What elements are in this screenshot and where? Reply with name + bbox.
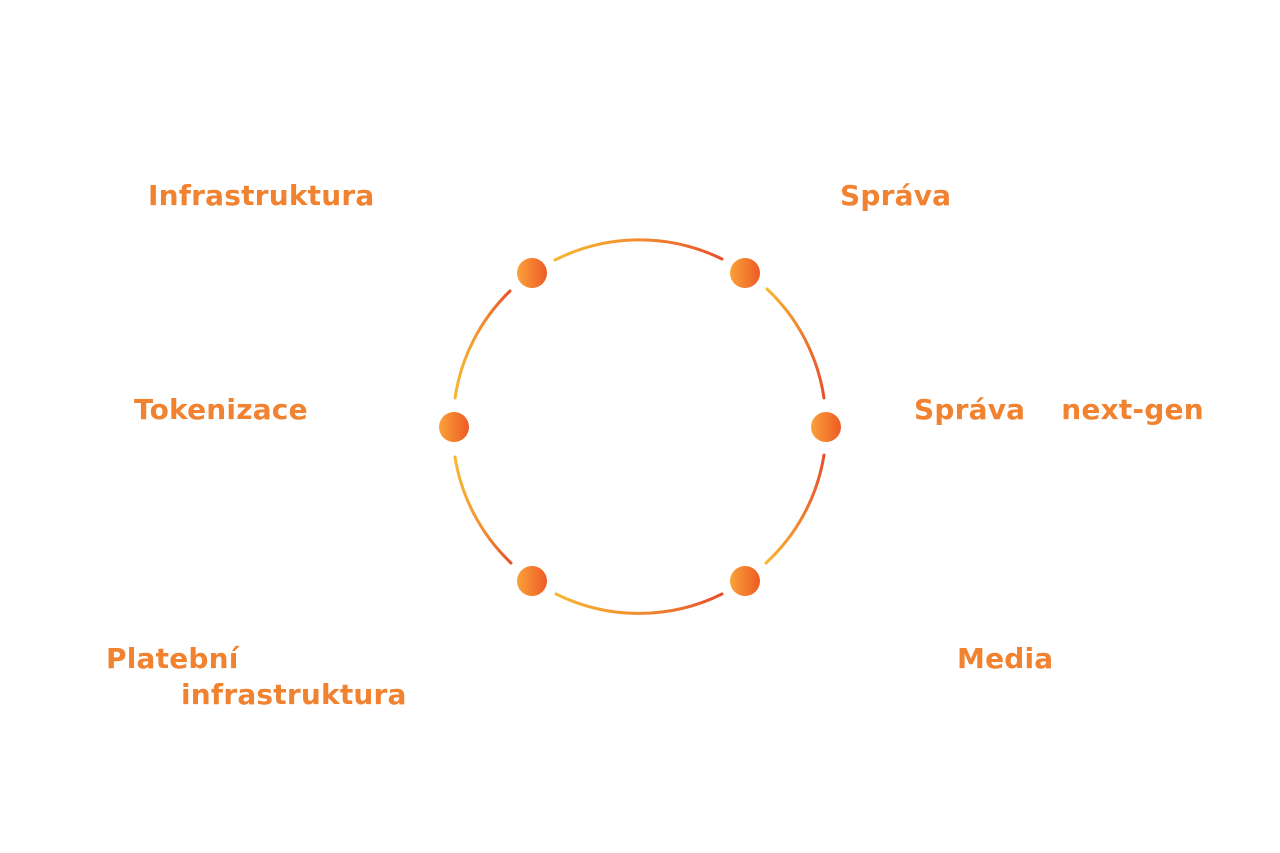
ring-arc-bottom-right xyxy=(764,453,826,565)
label-sprava: Správa xyxy=(840,179,952,212)
ring-arc-top xyxy=(553,238,724,262)
node-tokenizace xyxy=(439,412,469,442)
node-platebni-infrastruktura xyxy=(517,566,547,596)
label-tokenizace: Tokenizace xyxy=(134,393,308,426)
label-platebni-infrastruktura: infrastruktura xyxy=(181,678,407,711)
label-sprava-next-gen-part1: Správa xyxy=(914,393,1026,426)
node-infrastruktura xyxy=(517,258,547,288)
label-platebni: Platební xyxy=(106,642,239,675)
label-sprava-next-gen: Správa next-gen xyxy=(914,392,1204,428)
ring-arc-bottom-left xyxy=(453,455,513,565)
node-sprava xyxy=(730,258,760,288)
label-sprava-next-gen-part2: next-gen xyxy=(1061,393,1204,426)
node-media xyxy=(730,566,760,596)
label-media: Media xyxy=(957,642,1054,675)
ring-arc-top-left xyxy=(453,289,512,400)
label-infrastruktura: Infrastruktura xyxy=(148,179,375,212)
nodes xyxy=(439,258,841,596)
ring-arc-top-right xyxy=(765,287,826,400)
ring xyxy=(453,238,826,615)
ring-arc-bottom xyxy=(554,592,724,615)
node-sprava-next-gen xyxy=(811,412,841,442)
